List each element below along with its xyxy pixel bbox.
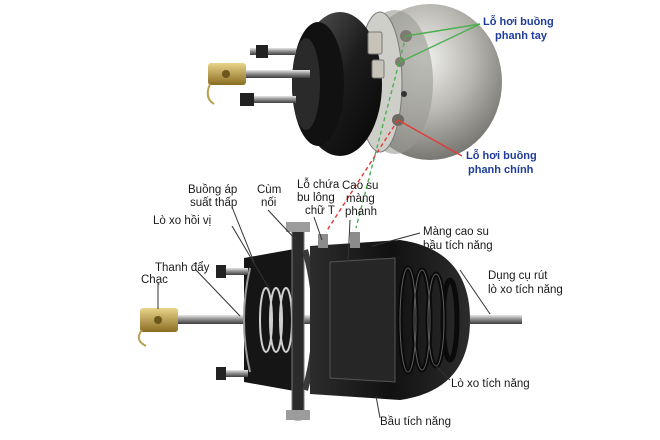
mounting-stud <box>250 48 296 55</box>
label-clamp-2: nối <box>261 197 277 209</box>
push-rod-top <box>230 70 310 78</box>
service-port-leaders <box>325 119 463 233</box>
label-parking-port-2: phanh tay <box>495 30 547 42</box>
label-low-pressure-1: Buồng áp <box>188 184 238 196</box>
label-diaphragm-2: màng <box>346 193 375 205</box>
label-clamp-1: Cùm <box>257 184 282 196</box>
tbolt-hole <box>350 232 360 248</box>
mounting-stud <box>220 268 248 275</box>
external-brake-chamber <box>206 4 502 160</box>
label-push-rod: Thanh đẩy <box>155 262 210 274</box>
label-diaphragm-3: phanh <box>345 206 377 218</box>
label-leaders <box>157 206 491 419</box>
label-service-port-2: phanh chính <box>468 164 534 176</box>
mounting-stud <box>220 370 248 377</box>
label-parking-port-1: Lỗ hơi buồng <box>483 16 554 28</box>
label-spring-housing: Bầu tích năng <box>380 416 451 428</box>
label-tbolt-3: chữ T <box>305 205 335 217</box>
label-clevis: Chạc <box>141 274 168 286</box>
label-tbolt-1: Lỗ chứa <box>297 179 340 191</box>
parking-port-leaders <box>355 23 481 229</box>
label-spring-membrane-2: bầu tích năng <box>423 240 493 252</box>
clamp-band <box>291 223 305 421</box>
cutaway-brake-chamber <box>137 222 522 421</box>
label-return-spring: Lò xo hồi vị <box>153 215 212 227</box>
label-release-tool-2: lò xo tích năng <box>488 284 563 296</box>
label-diaphragm-1: Cao su <box>342 180 379 192</box>
label-release-tool-1: Dụng cụ rút <box>488 270 548 282</box>
label-service-port-1: Lỗ hơi buồng <box>466 150 537 162</box>
service-air-port <box>318 234 328 248</box>
label-low-pressure-2: suất thấp <box>190 197 238 209</box>
label-tbolt-2: bu lông <box>297 192 335 204</box>
mounting-stud <box>252 96 296 103</box>
label-spring-membrane-1: Màng cao su <box>423 226 489 238</box>
label-power-spring: Lò xo tích năng <box>451 378 530 390</box>
